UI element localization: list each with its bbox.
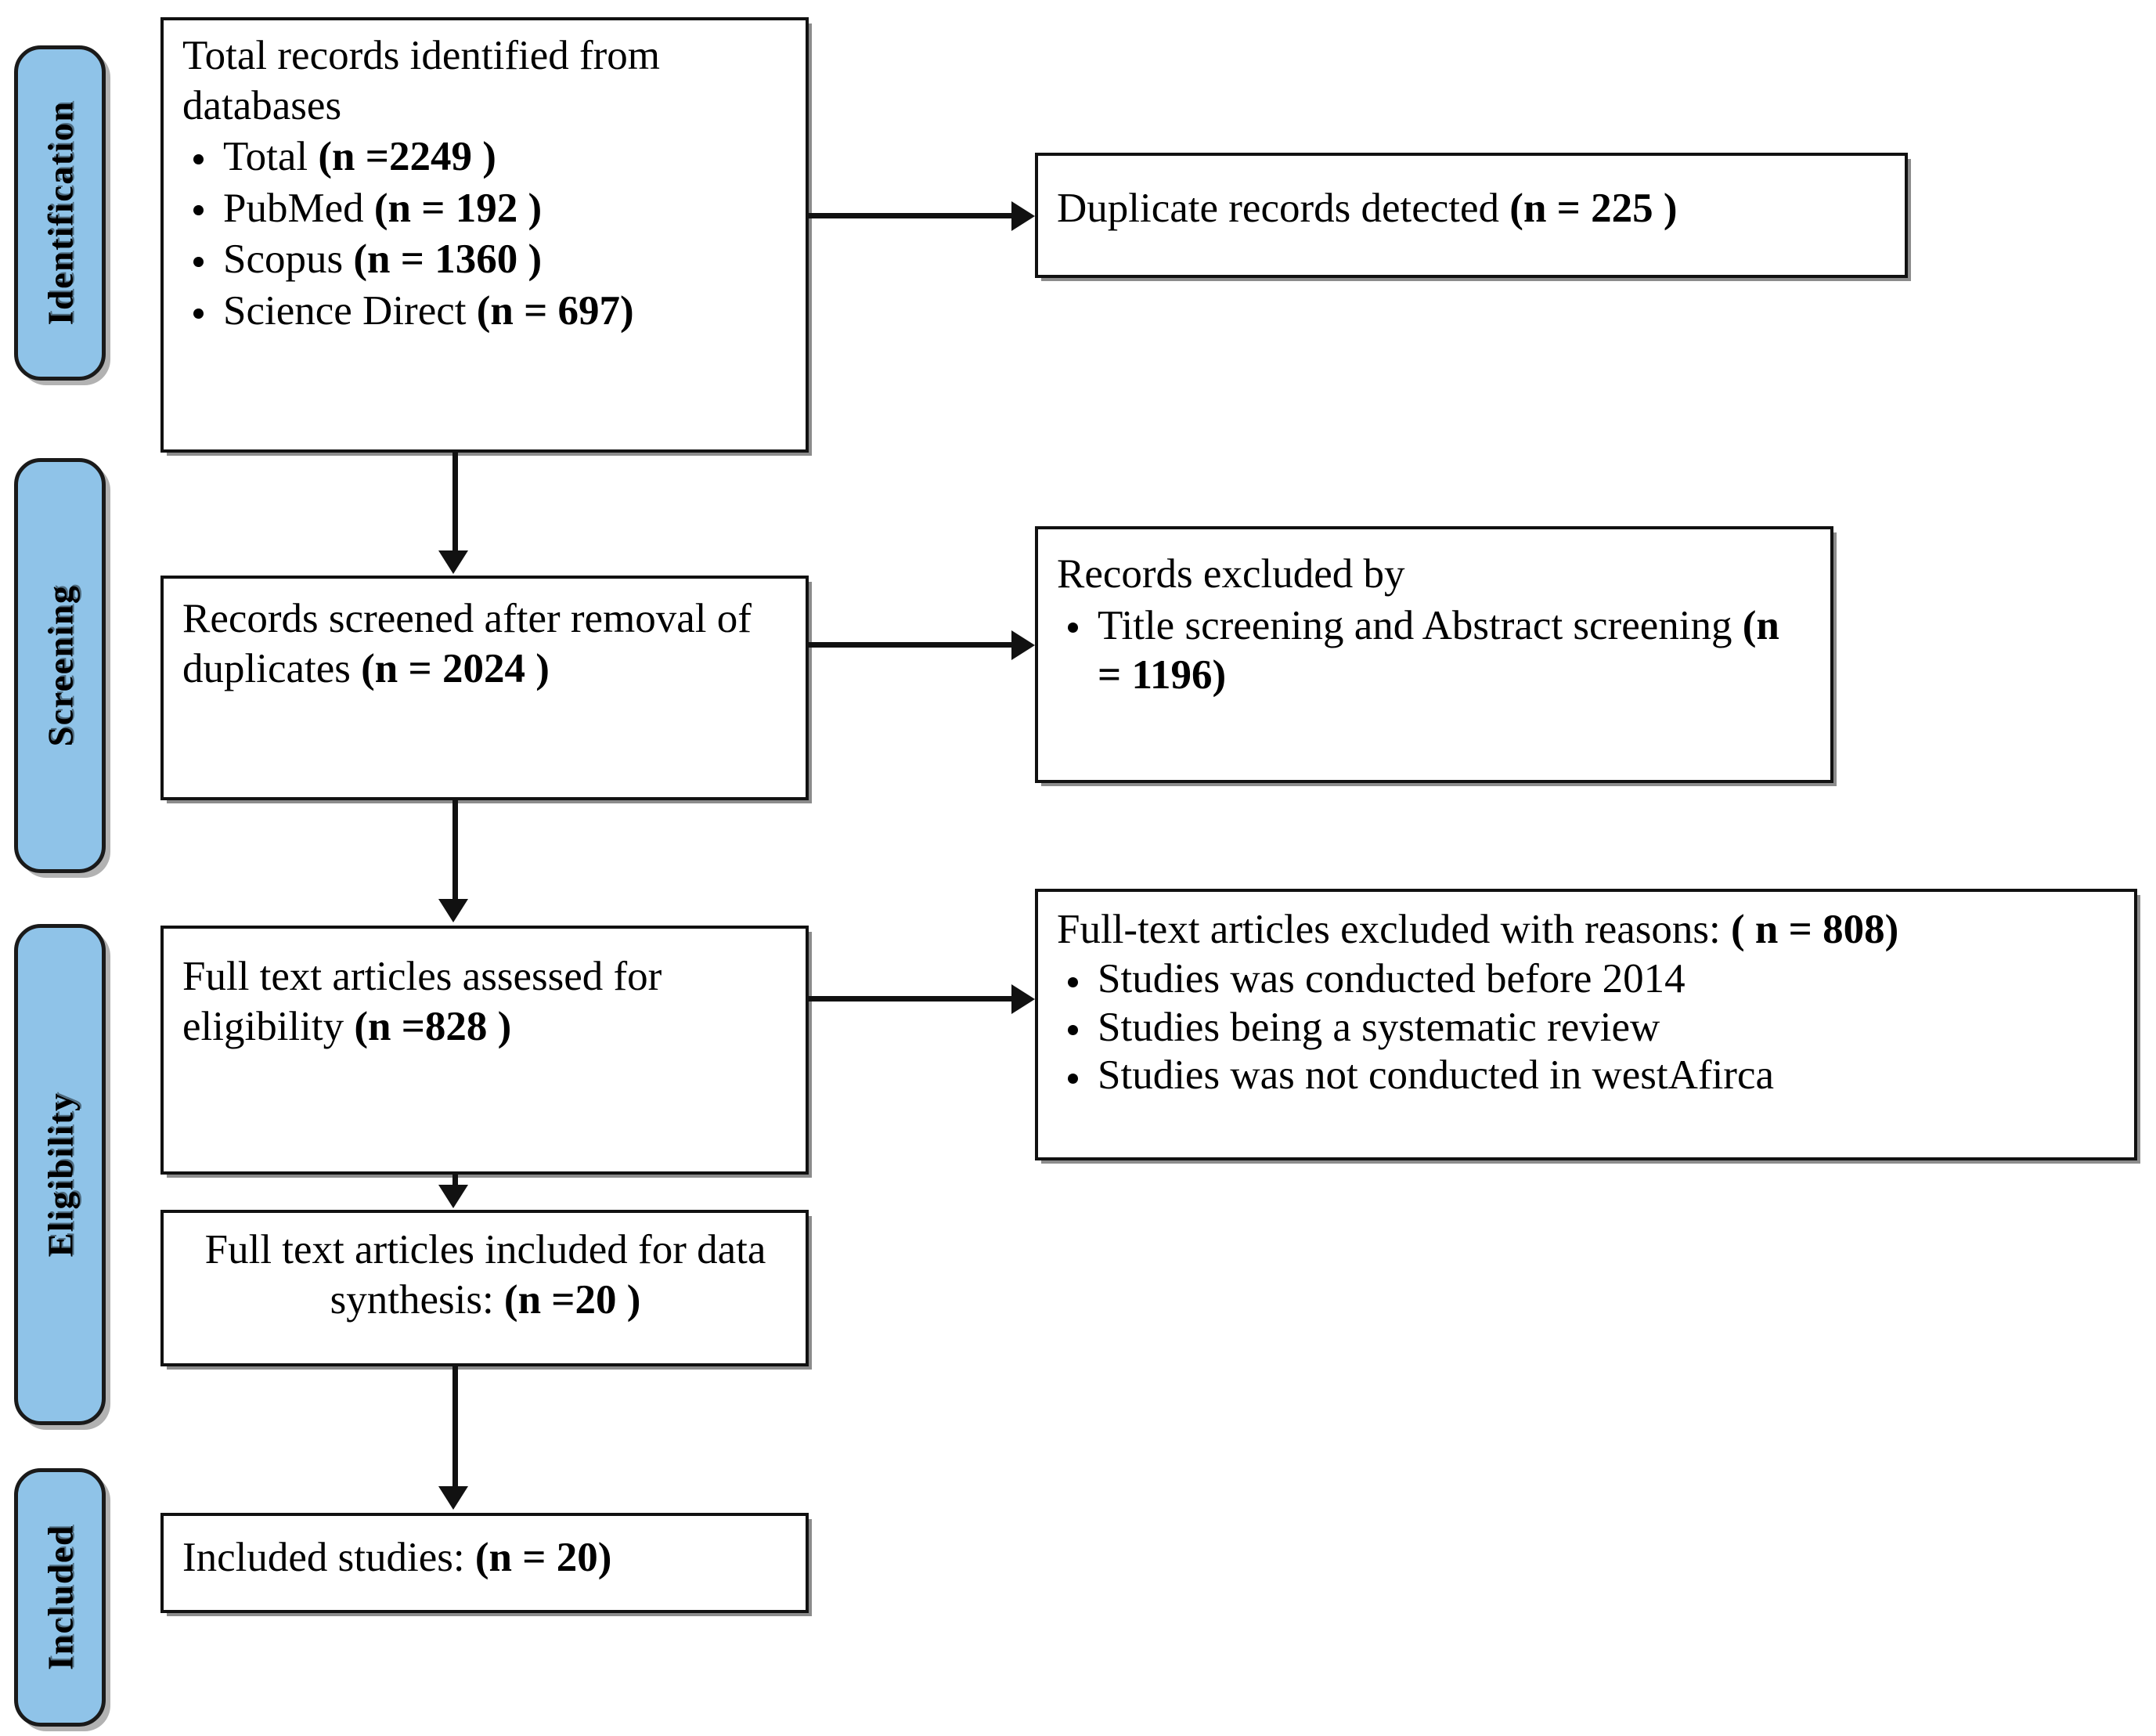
stage-label-identification-text: Identification	[40, 100, 80, 326]
fulltext-assessed-count: (n =828 )	[354, 1003, 512, 1049]
box-records-identified: Total records identified from databases …	[160, 17, 809, 453]
fulltext-included-count: (n =20 )	[503, 1276, 641, 1323]
arrowhead-assessed-to-included	[438, 1185, 468, 1208]
records-excluded-bullets: Title screening and Abstract screening (…	[1057, 601, 1813, 701]
box-records-excluded: Records excluded by Title screening and …	[1035, 526, 1833, 783]
arrowhead-identified-to-screened	[438, 550, 468, 574]
included-studies-lead: Included studies:	[182, 1535, 475, 1580]
exclusion-reason: Studies was conducted before 2014	[1098, 956, 1686, 1002]
exclusion-reason: Studies being a systematic review	[1098, 1004, 1660, 1050]
box-included-studies: Included studies: (n = 20)	[160, 1513, 809, 1613]
records-screened-count: (n = 2024 )	[361, 645, 550, 691]
source-count: (n =2249 )	[318, 134, 496, 180]
connector-screened-to-excluded	[809, 642, 1014, 648]
connector-identified-to-duplicates	[809, 213, 1014, 218]
connector-screened-to-assessed	[452, 800, 458, 900]
exclusion-reason: Title screening and Abstract screening	[1098, 602, 1743, 648]
arrowhead-screened-to-excluded	[1011, 630, 1035, 660]
records-identified-bullets: Total (n =2249 ) PubMed (n = 192 ) Scopu…	[182, 132, 788, 336]
list-item: PubMed (n = 192 )	[182, 184, 788, 234]
stage-label-included-text: Included	[40, 1525, 80, 1670]
connector-identified-to-screened	[452, 453, 458, 552]
fulltext-included-lead: Full text articles included for data syn…	[204, 1227, 766, 1323]
list-item: Studies was conducted before 2014	[1057, 955, 2117, 1003]
records-excluded-lead: Records excluded by	[1057, 551, 1405, 597]
records-screened-lead: Records screened after removal of duplic…	[182, 596, 752, 691]
arrowhead-identified-to-duplicates	[1011, 201, 1035, 231]
source-label: Total	[223, 134, 319, 180]
connector-assessed-to-fulltext-excluded	[809, 996, 1014, 1002]
exclusion-reason: Studies was not conducted in westAfirca	[1098, 1052, 1774, 1099]
list-item: Title screening and Abstract screening (…	[1057, 601, 1813, 701]
source-count: (n = 192 )	[373, 185, 543, 231]
list-item: Total (n =2249 )	[182, 132, 788, 182]
connector-synthesis-to-included	[452, 1366, 458, 1488]
arrowhead-screened-to-assessed	[438, 899, 468, 922]
duplicates-detected-count: (n = 225 )	[1509, 186, 1678, 231]
fulltext-assessed-lead: Full text articles assessed for eligibil…	[182, 954, 662, 1049]
source-label: PubMed	[223, 185, 374, 231]
box-fulltext-excluded: Full-text articles excluded with reasons…	[1035, 889, 2137, 1160]
stage-label-included: Included	[14, 1468, 106, 1727]
box-duplicates-detected: Duplicate records detected (n = 225 )	[1035, 153, 1908, 278]
stage-label-screening: Screening	[14, 458, 106, 873]
records-identified-lead: Total records identified from databases	[182, 33, 660, 128]
source-label: Scopus	[223, 236, 354, 283]
stage-label-eligibility-text: Eligibility	[40, 1092, 80, 1258]
stage-label-identification: Identification	[14, 45, 106, 381]
box-fulltext-assessed: Full text articles assessed for eligibil…	[160, 926, 809, 1175]
fulltext-excluded-lead: Full-text articles excluded with reasons…	[1057, 907, 1732, 952]
source-label: Science Direct	[223, 287, 477, 334]
list-item: Studies being a systematic review	[1057, 1004, 2117, 1052]
duplicates-detected-lead: Duplicate records detected	[1057, 186, 1510, 231]
list-item: Science Direct (n = 697)	[182, 287, 788, 337]
exclusion-count: (n = 1196)	[1098, 602, 1779, 698]
box-records-screened: Records screened after removal of duplic…	[160, 576, 809, 800]
list-item: Scopus (n = 1360 )	[182, 235, 788, 285]
box-fulltext-included: Full text articles included for data syn…	[160, 1210, 809, 1366]
connector-assessed-to-included	[452, 1175, 458, 1187]
arrowhead-synthesis-to-included	[438, 1486, 468, 1510]
arrowhead-assessed-to-fulltext-excluded	[1011, 984, 1035, 1014]
included-studies-count: (n = 20)	[474, 1535, 612, 1580]
source-count: (n = 1360 )	[353, 236, 543, 283]
fulltext-excluded-count: ( n = 808)	[1731, 907, 1899, 952]
list-item: Studies was not conducted in westAfirca	[1057, 1052, 2117, 1099]
fulltext-excluded-bullets: Studies was conducted before 2014 Studie…	[1057, 955, 2117, 1099]
source-count: (n = 697)	[476, 287, 634, 334]
fulltext-excluded-lead-line: Full-text articles excluded with reasons…	[1057, 906, 2117, 954]
stage-label-eligibility: Eligibility	[14, 924, 106, 1425]
stage-label-screening-text: Screening	[40, 584, 80, 747]
